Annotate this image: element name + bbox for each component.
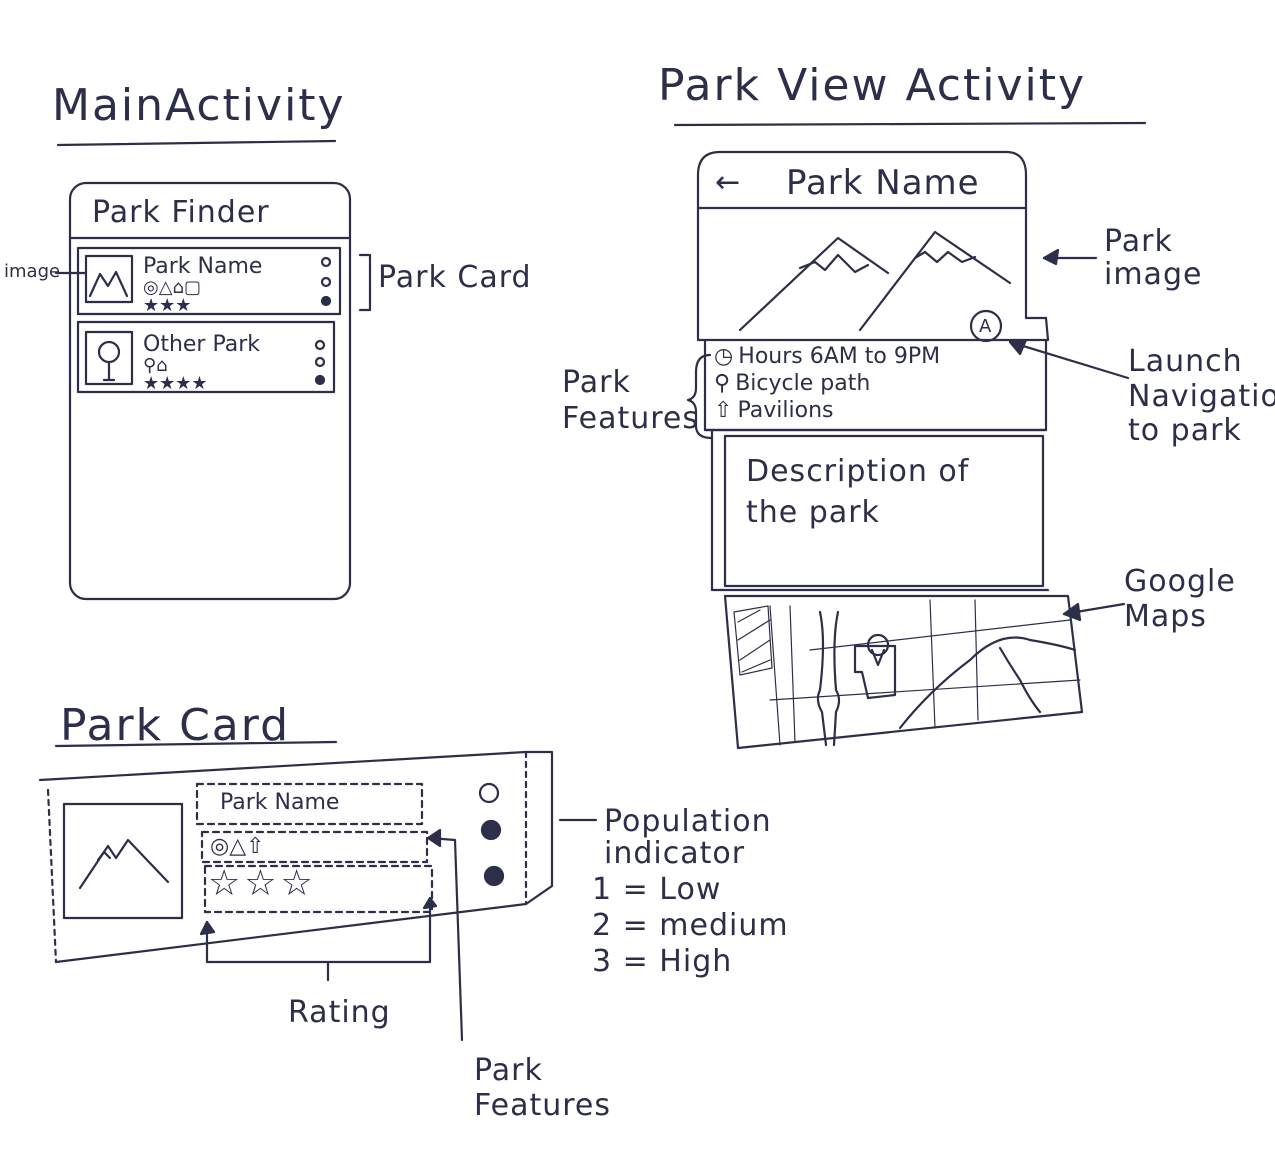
population-indicator-callout: Population indicator [604,804,772,871]
park-image-callout: Park image [1104,224,1203,292]
navigation-icon[interactable]: A [979,316,992,337]
park-card-feature-icons: ◎△⇧ [210,834,265,859]
park-view-heading: Park View Activity [658,60,1087,111]
park-card-callout: Park Card [378,260,532,295]
park-card-heading: Park Card [60,700,291,751]
park-card-feature-icons: ◎△⌂▢ [143,277,201,298]
population-level: 3 = High [592,944,733,979]
feature-label: Bicycle path [735,371,871,396]
population-level: 1 = Low [592,872,722,907]
park-card-rating: ☆☆☆ [208,863,317,904]
image-callout: image [4,261,61,282]
park-card-rating: ★★★ [143,295,192,316]
feature-row: ⇧ Pavilions [714,400,940,427]
feature-label: Hours 6AM to 9PM [738,344,941,369]
clock-icon: ◷ [714,344,734,369]
park-name-title: Park Name [786,163,980,203]
park-card-name: Park Name [143,254,263,279]
feature-row: ◷ Hours 6AM to 9PM [714,346,940,373]
park-card-rating: ★★★★ [143,373,208,394]
park-features-list: ◷ Hours 6AM to 9PM ⚲ Bicycle path ⇧ Pavi… [714,346,940,427]
park-card[interactable]: Park Name ◎△⌂▢ ★★★ [143,256,262,315]
park-card-feature-icons: ⚲⌂ [143,355,168,376]
main-activity-heading: MainActivity [52,80,346,131]
park-features-callout: Park Features [474,1053,611,1123]
park-features-callout: Park Features [562,365,699,436]
park-description: Description of the park [746,454,970,530]
bicycle-icon: ⚲ [714,371,731,396]
rating-callout: Rating [288,995,391,1030]
park-card-name: Other Park [143,332,261,357]
population-levels: 1 = Low 2 = medium 3 = High [592,872,789,980]
google-map[interactable] [725,596,1070,736]
back-arrow-icon[interactable]: ← [715,165,742,200]
google-maps-callout: Google Maps [1124,564,1236,634]
park-card-name: Park Name [220,790,340,815]
feature-label: Pavilions [737,398,834,423]
park-card[interactable]: Other Park ⚲⌂ ★★★★ [143,334,260,393]
launch-navigation-callout: Launch Navigation to park [1128,344,1275,448]
app-title: Park Finder [92,195,270,230]
feature-row: ⚲ Bicycle path [714,373,940,400]
population-level: 2 = medium [592,908,789,943]
pavilion-icon: ⇧ [714,398,733,423]
